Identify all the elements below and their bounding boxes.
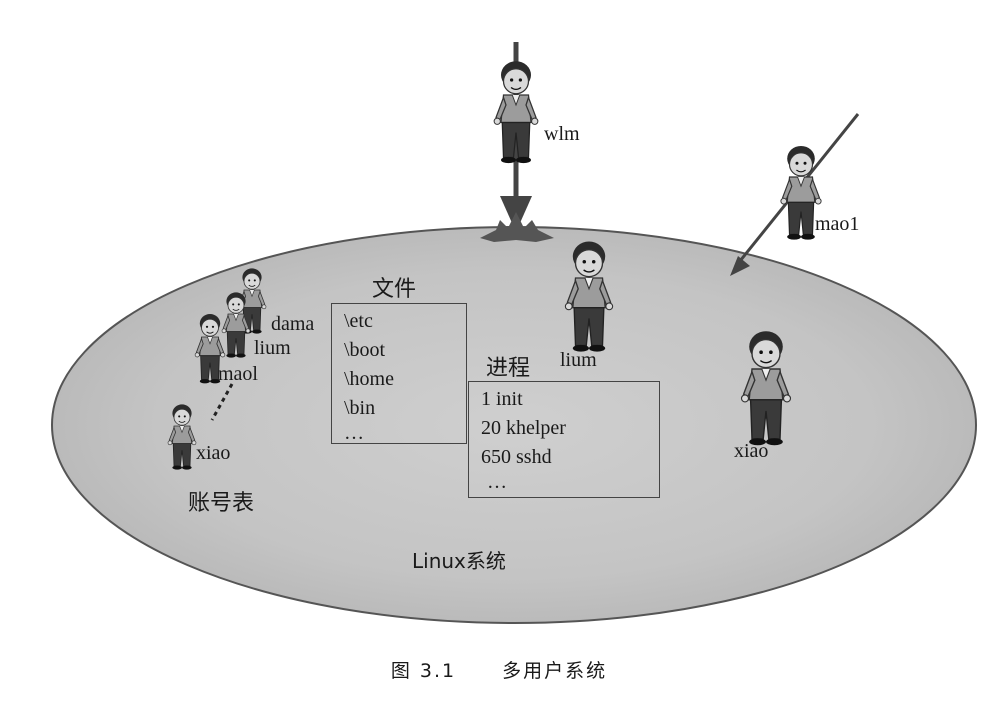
account-name-xiao: xiao xyxy=(196,442,231,464)
file-item: \bin xyxy=(344,397,376,419)
xiao-user-label: xiao xyxy=(734,440,769,462)
file-item: \boot xyxy=(344,339,386,361)
figure-number: 图 3.1 xyxy=(390,660,457,682)
figure-caption: 图 3.1 多用户系统 xyxy=(0,656,998,683)
file-item: \etc xyxy=(344,310,373,332)
process-item: 650 sshd xyxy=(481,446,552,468)
mao1-user-label: mao1 xyxy=(815,213,860,235)
file-item: … xyxy=(344,422,364,444)
process-box-title: 进程 xyxy=(486,356,531,381)
file-item: \home xyxy=(344,368,394,390)
process-item: … xyxy=(487,471,507,493)
account-table-figures xyxy=(167,267,267,471)
wlm-user-label: wlm xyxy=(544,123,580,145)
account-name-maol: maol xyxy=(218,363,258,385)
account-name-dama: dama xyxy=(271,313,315,335)
files-box-title: 文件 xyxy=(372,277,417,302)
linux-system-label: Linux系统 xyxy=(412,549,506,573)
files-box: \etc \boot \home \bin … xyxy=(331,303,467,444)
lium-user-label: lium xyxy=(560,349,597,371)
account-table-label: 账号表 xyxy=(188,491,255,516)
figure-title: 多用户系统 xyxy=(502,660,608,682)
process-item: 20 khelper xyxy=(481,417,566,439)
account-name-lium: lium xyxy=(254,337,291,359)
process-box: 1 init 20 khelper 650 sshd … xyxy=(468,381,660,498)
process-item: 1 init xyxy=(481,388,523,410)
